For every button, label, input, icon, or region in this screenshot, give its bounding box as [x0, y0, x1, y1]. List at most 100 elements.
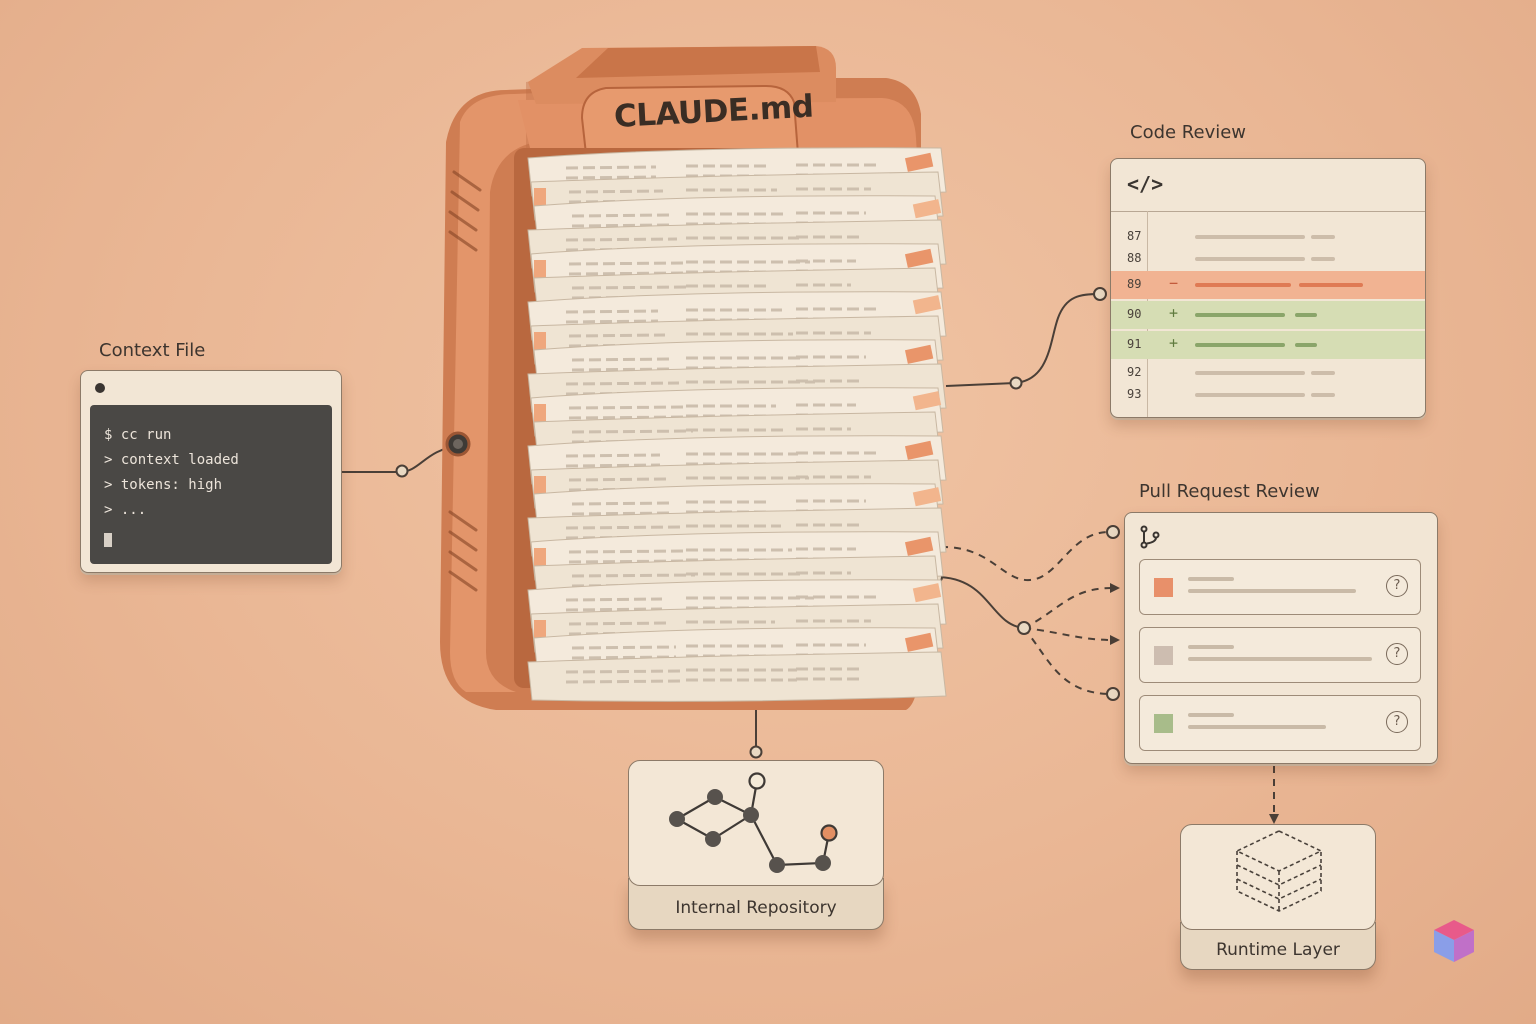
runtime-layer-box[interactable]: Runtime Layer — [1180, 824, 1376, 970]
status-square-icon — [1154, 578, 1173, 597]
paper-text-line — [565, 379, 861, 386]
text-placeholder — [1188, 725, 1326, 729]
code-text-placeholder — [1195, 283, 1291, 287]
sticky-tab — [912, 583, 942, 603]
paper-text-line — [568, 619, 871, 626]
internal-repository-label: Internal Repository — [675, 898, 837, 918]
paper-text-line — [565, 235, 861, 242]
minus-icon: − — [1169, 274, 1179, 292]
pr-review-item[interactable]: ? — [1139, 627, 1421, 683]
paper-text-line — [568, 259, 856, 266]
code-text-placeholder — [1295, 313, 1317, 317]
paper-text-line — [571, 355, 866, 362]
code-text-placeholder — [1195, 343, 1285, 347]
paper-text-line — [568, 547, 856, 554]
terminal-line: > context loaded — [104, 452, 239, 468]
paper-text-line — [565, 523, 861, 530]
layers-stack-icon — [1235, 830, 1323, 912]
terminal-line: > tokens: high — [104, 477, 223, 493]
code-text-placeholder — [1311, 235, 1335, 239]
paper-text-line — [568, 403, 856, 410]
code-line-added: 91 + — [1111, 331, 1425, 359]
box-front — [1180, 922, 1376, 970]
code-line-added: 90 + — [1111, 301, 1425, 329]
code-text-placeholder — [1311, 371, 1335, 375]
cube-logo-icon — [1434, 920, 1474, 962]
internal-repository-box[interactable]: Internal Repository — [628, 760, 884, 930]
pr-review-item[interactable]: ? — [1139, 695, 1421, 751]
sticky-tab — [912, 199, 942, 219]
terminal-line: $ cc run — [104, 427, 172, 443]
git-branch-icon — [1140, 525, 1160, 549]
paper-text-line — [571, 571, 851, 578]
code-text-placeholder — [1195, 371, 1305, 375]
box-top — [1180, 824, 1376, 930]
paper-text-line — [571, 643, 866, 650]
box-top — [628, 760, 884, 886]
sticky-tab — [904, 152, 934, 172]
sticky-tab — [912, 391, 942, 411]
paper-text-line — [565, 667, 861, 674]
code-review-label: Code Review — [1130, 122, 1247, 143]
plus-icon: + — [1169, 304, 1179, 322]
line-number: 88 — [1127, 251, 1142, 265]
paper-text-line — [565, 163, 876, 170]
code-line-plain: 87 — [1111, 223, 1425, 251]
sticky-tab — [904, 344, 934, 364]
pr-review-item[interactable]: ? — [1139, 559, 1421, 615]
sticky-tab — [904, 440, 934, 460]
code-review-header: </> — [1111, 159, 1425, 212]
code-text-placeholder — [1195, 257, 1305, 261]
paper-text-line — [565, 451, 876, 458]
code-text-placeholder — [1195, 313, 1285, 317]
code-brackets-icon: </> — [1127, 172, 1164, 196]
line-number: 90 — [1127, 307, 1142, 321]
line-number: 93 — [1127, 387, 1142, 401]
code-text-placeholder — [1299, 283, 1363, 287]
status-square-icon — [1154, 646, 1173, 665]
terminal-line: > ... — [104, 502, 147, 518]
paper-text-line — [568, 187, 871, 194]
sticky-tab — [534, 476, 546, 494]
paper-text-line — [571, 499, 866, 506]
pull-request-panel[interactable]: ??? — [1124, 512, 1438, 764]
runtime-layer-label: Runtime Layer — [1216, 940, 1340, 960]
terminal-screen: $ cc run > context loaded > tokens: high… — [90, 405, 332, 564]
context-file-terminal[interactable]: $ cc run > context loaded > tokens: high… — [80, 370, 342, 573]
sticky-tab — [904, 632, 934, 652]
code-text-placeholder — [1195, 235, 1305, 239]
sticky-tab — [912, 487, 942, 507]
text-placeholder — [1188, 577, 1234, 581]
help-question-icon[interactable]: ? — [1386, 711, 1408, 733]
help-question-icon[interactable]: ? — [1386, 643, 1408, 665]
plus-icon: + — [1169, 334, 1179, 352]
sticky-tab — [534, 332, 546, 350]
paper-text-line — [565, 677, 861, 684]
paper-text-line — [565, 307, 876, 314]
code-text-placeholder — [1195, 393, 1305, 397]
line-number: 91 — [1127, 337, 1142, 351]
help-question-icon[interactable]: ? — [1386, 575, 1408, 597]
sticky-tab — [534, 188, 546, 206]
pull-request-label: Pull Request Review — [1139, 481, 1320, 502]
paper-text-line — [565, 595, 876, 602]
paper-text-line — [571, 283, 851, 290]
code-text-placeholder — [1311, 393, 1335, 397]
line-number: 92 — [1127, 365, 1142, 379]
paper-text-line — [568, 475, 871, 482]
sticky-tab — [912, 295, 942, 315]
sticky-tab — [904, 248, 934, 268]
paper-sheet — [527, 651, 947, 702]
line-number: 89 — [1127, 277, 1142, 291]
sticky-tab — [534, 620, 546, 638]
sticky-tab — [534, 548, 546, 566]
text-placeholder — [1188, 713, 1234, 717]
code-text-placeholder — [1311, 257, 1335, 261]
code-line-plain: 93 — [1111, 381, 1425, 409]
code-line-removed: 89 − — [1111, 271, 1425, 299]
text-placeholder — [1188, 645, 1234, 649]
window-dot-icon — [95, 383, 105, 393]
sticky-tab — [534, 260, 546, 278]
